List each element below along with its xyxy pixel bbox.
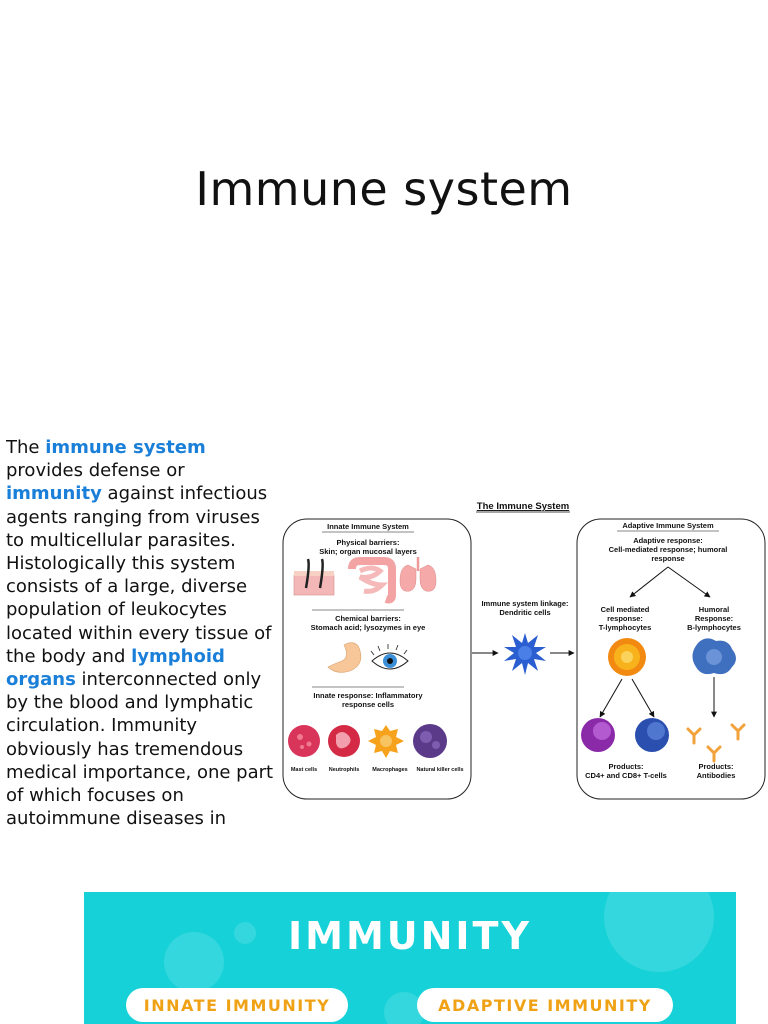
cell-mediated-label: T-lymphocytes	[599, 623, 652, 632]
body-text-segment: against infectious agents ranging from v…	[6, 483, 272, 667]
stomach-icon	[327, 642, 362, 673]
humoral-label: B-lymphocytes	[687, 623, 741, 632]
linkage-label: Immune system linkage:	[481, 599, 568, 608]
adaptive-response-detail: response	[651, 554, 684, 563]
diagram-title: The Immune System	[477, 501, 569, 512]
chemical-barriers-label: Chemical barriers:	[335, 614, 401, 623]
macrophage-icon	[368, 725, 404, 758]
cd8-t-cell-icon	[635, 718, 669, 752]
adaptive-response-detail: Cell-mediated response; humoral	[609, 545, 728, 554]
immune-system-link[interactable]: immune system	[45, 437, 206, 458]
arrow-to-cd8	[631, 678, 655, 718]
natural-killer-cell-icon	[413, 724, 447, 758]
body-text: The immune system provides defense or im…	[6, 436, 278, 862]
body-text-segment: interconnected only by the blood and lym…	[6, 669, 274, 830]
virus-decoration	[164, 932, 224, 992]
immune-system-diagram: The Immune System Innate Immune System P…	[282, 501, 766, 800]
macrophages-label: Macrophages	[372, 767, 407, 773]
products-b-label: Products:	[698, 762, 733, 771]
body-text-segment: provides defense or	[6, 460, 185, 482]
humoral-label: Response:	[695, 614, 733, 623]
cd4-t-cell-icon	[581, 718, 615, 752]
adaptive-response-label: Adaptive response:	[633, 536, 703, 545]
cell-mediated-label: response:	[607, 614, 643, 623]
adaptive-panel	[576, 518, 766, 800]
products-b-detail: Antibodies	[697, 771, 736, 780]
innate-heading: Innate Immune System	[327, 522, 409, 531]
arrow-to-cell-mediated	[629, 566, 669, 598]
adaptive-immunity-pill: ADAPTIVE IMMUNITY	[417, 988, 673, 1022]
immunity-link[interactable]: immunity	[6, 483, 102, 505]
arrow-to-cd4	[599, 678, 623, 718]
innate-response-detail: response cells	[342, 700, 394, 709]
chemical-barriers-detail: Stomach acid; lysozymes in eye	[311, 623, 426, 632]
adaptive-heading: Adaptive Immune System	[622, 521, 714, 530]
mast-cells-label: Mast cells	[291, 767, 317, 773]
innate-immunity-pill: INNATE IMMUNITY	[126, 988, 348, 1022]
natural-killer-cells-label: Natural killer cells	[416, 767, 463, 773]
t-lymphocyte-icon	[608, 638, 646, 676]
neutrophils-label: Neutrophils	[329, 767, 360, 773]
physical-barriers-detail: Skin; organ mucosal layers	[319, 547, 417, 556]
humoral-label: Humoral	[699, 605, 729, 614]
arrow-to-humoral	[667, 566, 711, 598]
immunity-banner: IMMUNITY INNATE IMMUNITY ADAPTIVE IMMUNI…	[84, 892, 736, 1024]
products-t-detail: CD4+ and CD8+ T-cells	[585, 771, 667, 780]
lungs-icon	[399, 557, 437, 592]
innate-response-label: Innate response: Inflammatory	[313, 691, 423, 700]
slide-title: Immune system	[195, 162, 573, 216]
lymphoid-organs-link[interactable]: lymphoid organs	[6, 645, 225, 691]
cell-mediated-label: Cell mediated	[601, 605, 650, 614]
physical-barriers-label: Physical barriers:	[337, 538, 400, 547]
dendritic-cell-icon	[504, 633, 546, 675]
eye-icon	[370, 644, 409, 670]
virus-decoration	[234, 922, 256, 944]
skin-icon	[293, 558, 335, 596]
products-t-label: Products:	[608, 762, 643, 771]
intestines-icon	[348, 557, 396, 604]
antibodies-icon	[686, 723, 746, 763]
mast-cell-icon	[288, 725, 320, 757]
banner-title: IMMUNITY	[287, 914, 532, 958]
body-text-segment: The	[6, 437, 46, 458]
neutrophil-icon	[328, 725, 360, 757]
b-lymphocyte-icon	[692, 638, 736, 675]
linkage-detail: Dendritic cells	[499, 608, 550, 617]
